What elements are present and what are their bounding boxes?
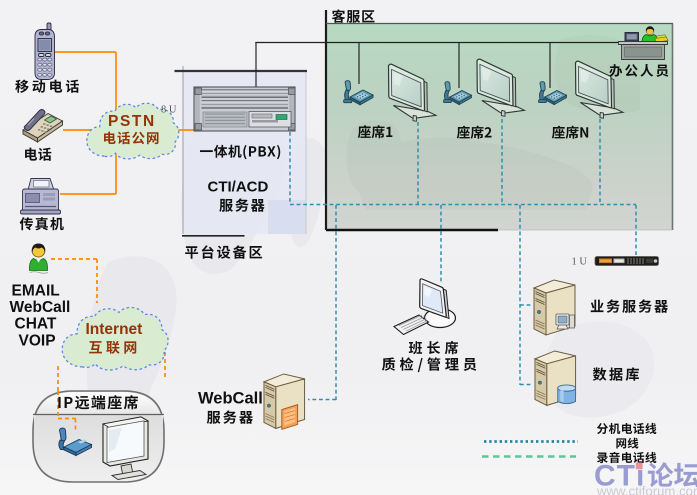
svg-text:CTI/ACD: CTI/ACD bbox=[208, 179, 269, 196]
svg-text:8 U: 8 U bbox=[161, 105, 177, 116]
svg-text:CHAT: CHAT bbox=[15, 316, 57, 333]
svg-text:WebCall: WebCall bbox=[198, 390, 263, 408]
svg-text:Internet: Internet bbox=[86, 321, 143, 338]
svg-text:1 U: 1 U bbox=[572, 257, 588, 268]
svg-text:PSTN: PSTN bbox=[108, 113, 156, 130]
svg-text:www.ctiforum.com: www.ctiforum.com bbox=[596, 484, 697, 495]
svg-text:WebCall: WebCall bbox=[10, 299, 71, 316]
svg-text:VOIP: VOIP bbox=[19, 333, 56, 350]
svg-text:EMAIL: EMAIL bbox=[12, 283, 60, 300]
